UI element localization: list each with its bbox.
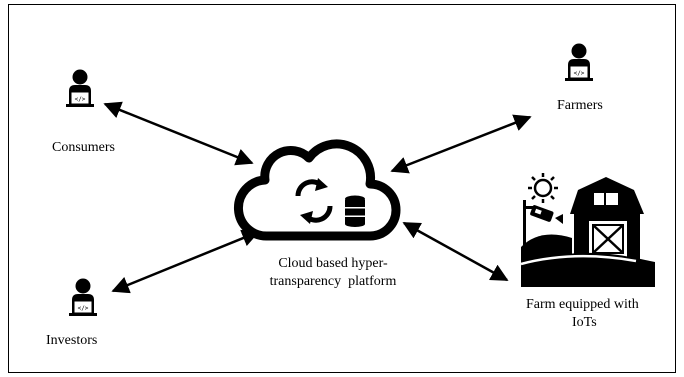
farm-label: Farm equipped with IoTs — [526, 296, 639, 332]
diagram-frame — [8, 4, 676, 373]
arrow-farmers-platform — [390, 114, 532, 174]
svg-text:</>: </> — [78, 305, 89, 312]
farmers-person-laptop-icon: </> — [565, 43, 593, 81]
barn-icon — [570, 177, 644, 262]
svg-text:</>: </> — [574, 70, 585, 77]
svg-text:</>: </> — [75, 96, 86, 103]
platform-label-line2: transparency platform — [269, 274, 397, 289]
investors-label: Investors — [46, 333, 98, 348]
arrow-investors-platform — [111, 229, 260, 294]
farm-label-line2: IoTs — [572, 315, 597, 330]
cloud-sync-database-icon — [234, 139, 401, 241]
farmers-label: Farmers — [557, 98, 603, 113]
sync-icon — [295, 178, 333, 224]
investors-person-laptop-icon: </> — [69, 278, 97, 316]
platform-label: Cloud based hyper- transparency platform — [258, 255, 408, 291]
farm-label-line1: Farm equipped with — [526, 297, 639, 312]
farm-barn-sun-camera-icon — [520, 173, 655, 287]
sun-icon — [528, 173, 558, 203]
arrow-farm-platform — [402, 221, 509, 282]
arrow-consumers-platform — [103, 101, 254, 166]
consumers-person-laptop-icon: </> — [66, 69, 94, 107]
camera-icon — [523, 200, 563, 245]
platform-label-line1: Cloud based hyper- — [278, 256, 388, 271]
consumers-label: Consumers — [52, 140, 115, 155]
database-icon — [345, 195, 365, 227]
